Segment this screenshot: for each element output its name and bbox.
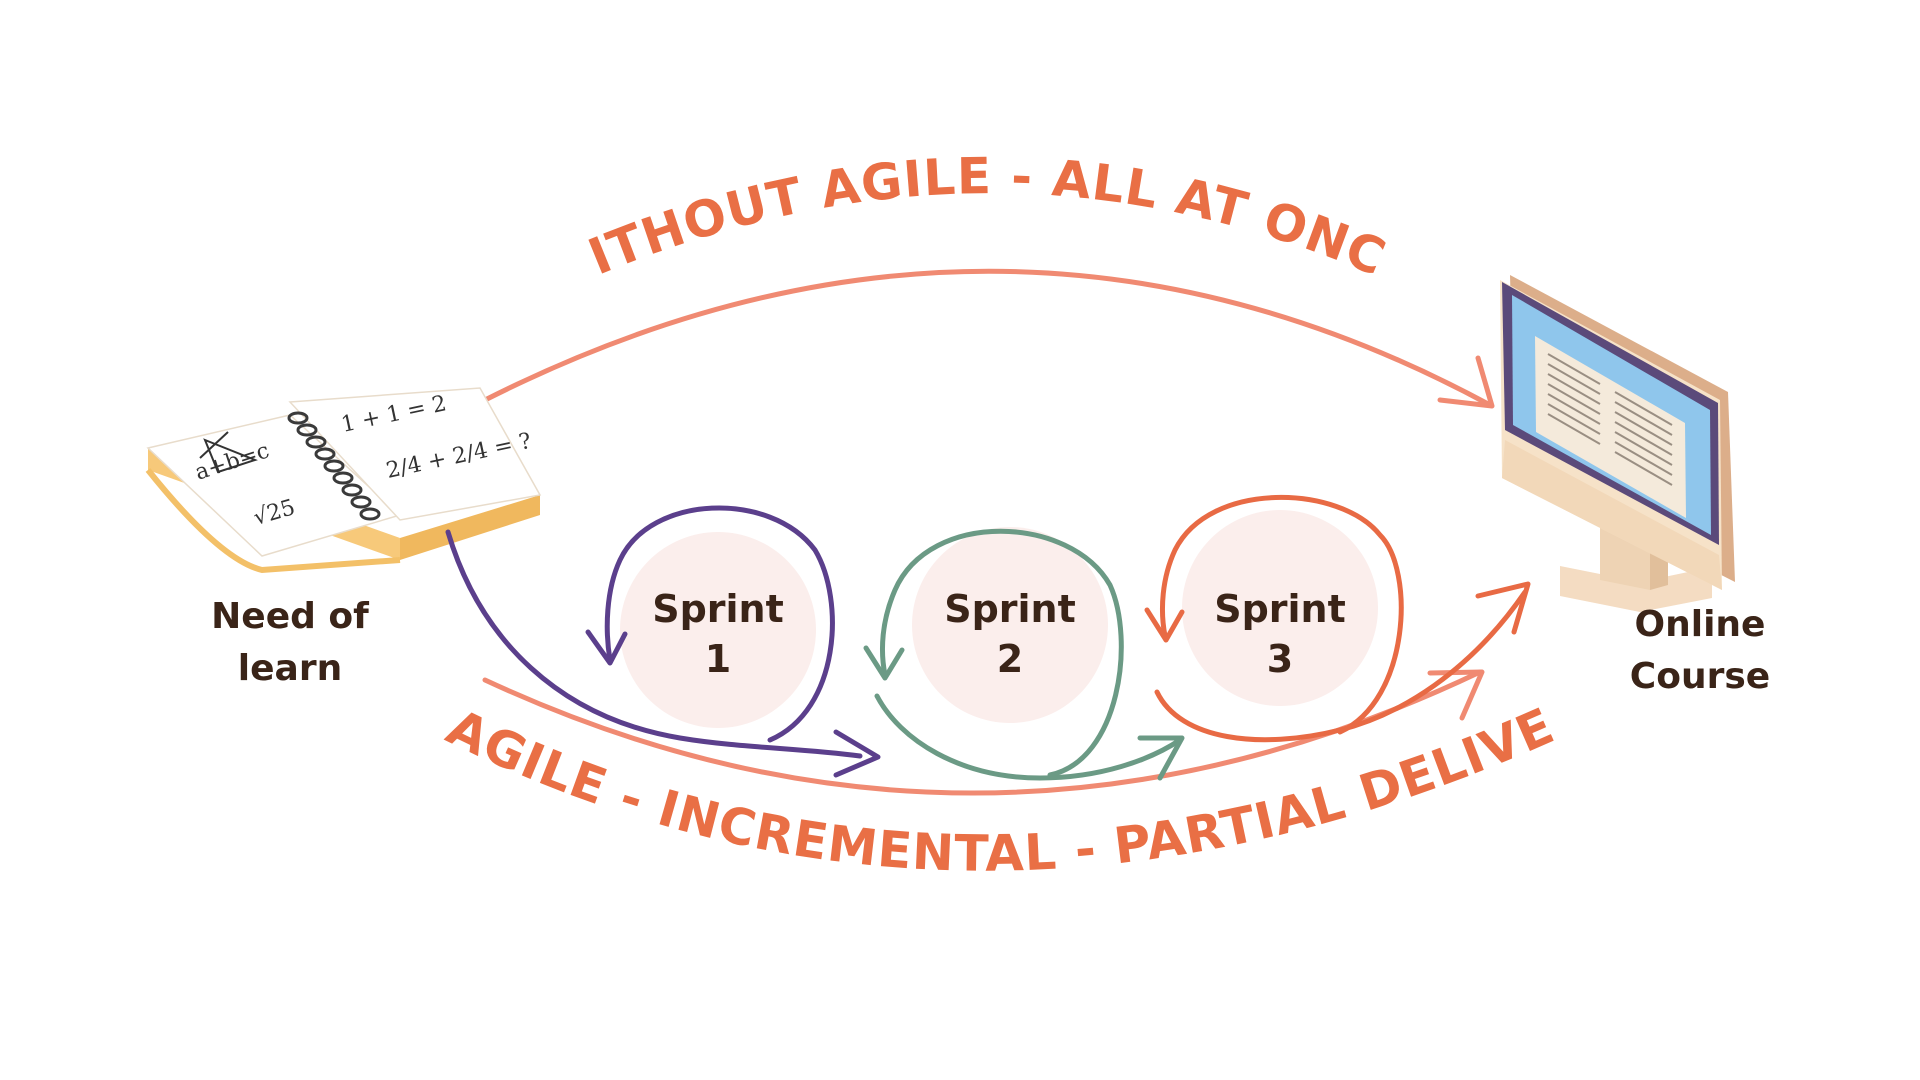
target-label-line2: Course (1630, 656, 1770, 697)
target-label-line1: Online (1635, 604, 1766, 645)
sprint-3-number: 3 (1267, 637, 1293, 681)
computer-monitor-icon (1500, 275, 1735, 612)
source-label-line2: learn (238, 648, 342, 689)
top-direct-arrow (482, 268, 1495, 409)
sprint-2-loop-arrow (863, 528, 1185, 781)
sprint-3-loop-arrow (1144, 494, 1531, 743)
sprint-2-bubble (912, 527, 1108, 723)
top-arc-label: WITHOUT AGILE - ALL AT ONCE (0, 0, 1394, 287)
sprint-3-bubble (1182, 510, 1378, 706)
notebook-icon (145, 387, 542, 574)
sprint-1-word: Sprint (652, 587, 784, 631)
sprint-1-loop-arrow (445, 505, 881, 778)
sprint-1-bubble (620, 532, 816, 728)
sprint-3-word: Sprint (1214, 587, 1346, 631)
sprint-2-word: Sprint (944, 587, 1076, 631)
sprint-2-number: 2 (997, 637, 1023, 681)
sprint-1-number: 1 (705, 637, 731, 681)
source-label-line1: Need of (211, 596, 369, 637)
